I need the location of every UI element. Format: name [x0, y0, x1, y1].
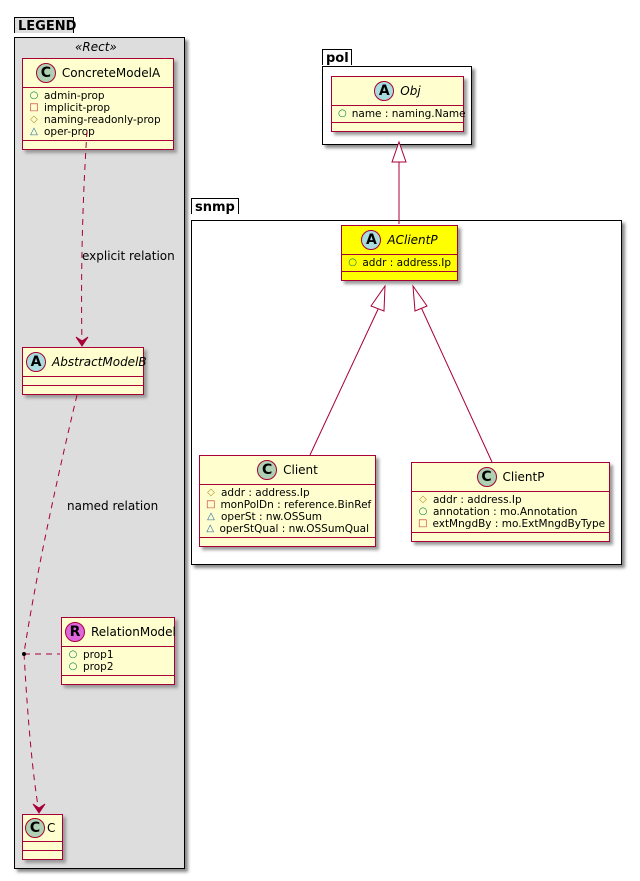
public-visibility-icon: ○ — [29, 90, 39, 101]
explicit-relation-label: explicit relation — [82, 249, 175, 263]
class-name: AClientP — [387, 233, 438, 247]
attribute-row: ○addr : address.Ip — [348, 257, 451, 269]
attribute-row: ◇addr : address.Ip — [419, 494, 522, 506]
methods-section — [62, 676, 174, 684]
methods-section — [23, 141, 173, 149]
class-name: RelationModel — [91, 625, 176, 639]
protected-visibility-icon: ◇ — [207, 487, 215, 498]
attribute-row: ◇addr : address.Ip — [207, 487, 310, 499]
attribute-row: ○admin-prop — [29, 90, 105, 102]
protected-visibility-icon: ◇ — [419, 494, 427, 505]
attribute-row: ◇naming-readonly-prop — [30, 114, 161, 126]
public-visibility-icon: ○ — [68, 661, 78, 672]
legend-package-tab: LEGEND — [14, 17, 76, 34]
methods-section — [23, 386, 143, 394]
attribute-row: △operStQual : nw.OSSumQual — [206, 523, 369, 535]
class-name: AbstractModelB — [52, 355, 147, 369]
class-name: Obj — [400, 84, 421, 98]
methods-section — [412, 533, 609, 541]
class-relation-model[interactable]: R RelationModel ○prop1 ○prop2 — [61, 617, 176, 685]
private-visibility-icon: □ — [418, 518, 428, 529]
class-client[interactable]: C Client ◇addr : address.Ip □monPolDn : … — [199, 455, 376, 547]
class-name: ClientP — [502, 470, 545, 484]
named-relation-label: named relation — [67, 499, 159, 513]
attribute-row: △operSt : nw.OSSum — [207, 511, 322, 523]
package-visibility-icon: △ — [207, 511, 215, 522]
class-obj[interactable]: A Obj ○name : naming.Name — [331, 76, 466, 132]
attribute-row: ○prop1 — [68, 649, 114, 661]
methods-section — [23, 851, 62, 859]
relation-icon: R — [65, 622, 85, 642]
attribute-row: ○prop2 — [68, 661, 114, 673]
class-concrete-model-a[interactable]: C ConcreteModelA ○admin-prop □implicit-p… — [22, 58, 174, 150]
class-clientp[interactable]: C ClientP ◇addr : address.Ip ○annotation… — [411, 462, 610, 542]
snmp-package-tab: snmp — [191, 198, 239, 215]
abstract-icon: A — [26, 352, 46, 372]
private-visibility-icon: □ — [29, 102, 39, 113]
class-icon: C — [257, 460, 278, 480]
legend-package — [14, 37, 185, 869]
protected-visibility-icon: ◇ — [30, 114, 38, 125]
abstract-icon: A — [361, 230, 382, 250]
methods-section — [332, 123, 463, 131]
private-visibility-icon: □ — [206, 499, 216, 510]
attribute-row: ○annotation : mo.Annotation — [418, 506, 578, 518]
public-visibility-icon: ○ — [68, 649, 78, 660]
attributes-section — [23, 377, 143, 386]
attribute-row: △oper-prop — [30, 126, 95, 138]
public-visibility-icon: ○ — [418, 506, 428, 517]
legend-stereotype: «Rect» — [75, 40, 117, 54]
package-visibility-icon: △ — [30, 126, 38, 137]
generalization-arrowhead-obj — [391, 140, 407, 163]
class-abstract-model-b[interactable]: A AbstractModelB — [22, 347, 147, 395]
class-icon: C — [25, 818, 45, 838]
attribute-row: □monPolDn : reference.BinRef — [206, 499, 372, 511]
attributes-section — [23, 842, 62, 851]
methods-section — [200, 538, 375, 546]
class-name: ConcreteModelA — [61, 66, 161, 80]
abstract-icon: A — [374, 81, 395, 101]
package-visibility-icon: △ — [206, 523, 215, 534]
attribute-row: ○name : naming.Name — [338, 108, 466, 120]
pol-package-tab: pol — [322, 49, 352, 66]
attribute-row: □implicit-prop — [29, 102, 111, 114]
class-icon: C — [476, 467, 497, 487]
class-name: Client — [283, 463, 318, 477]
methods-section — [342, 272, 457, 280]
class-aclientp[interactable]: A AClientP ○addr : address.Ip — [341, 225, 458, 281]
public-visibility-icon: ○ — [348, 257, 358, 268]
class-icon: C — [35, 63, 56, 83]
class-c[interactable]: C C — [22, 814, 63, 860]
attribute-row: □extMngdBy : mo.ExtMngdByType — [418, 518, 606, 530]
class-name: C — [47, 821, 56, 835]
public-visibility-icon: ○ — [338, 108, 347, 119]
